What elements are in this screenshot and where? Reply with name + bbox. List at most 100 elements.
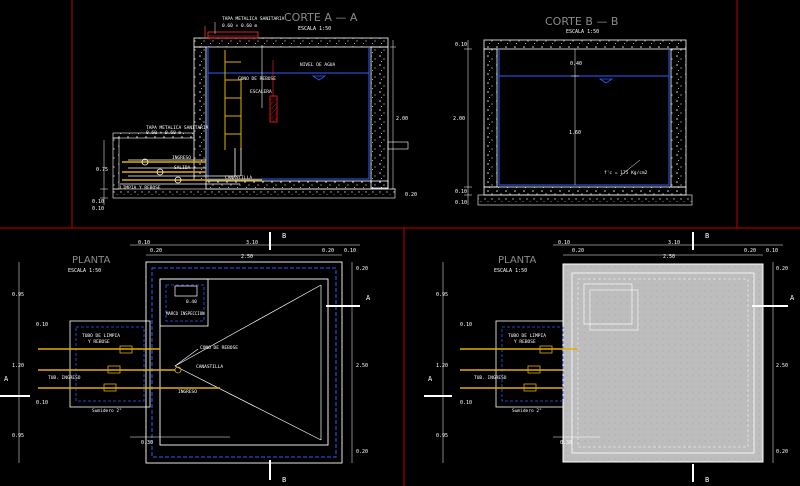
dim-plan-l-020b: 0.20	[322, 248, 334, 254]
dim-plan-r-020d: 0.20	[776, 449, 788, 455]
section-a-right-wall	[370, 46, 389, 189]
dim-sec-a-010: 0.10	[92, 199, 104, 205]
label-tubo-limpia: TUBO DE LIMPIA	[82, 333, 120, 339]
dim-plan-l-120: 1.20	[12, 363, 24, 369]
label-nivel-agua: NIVEL DE AGUA	[300, 62, 336, 68]
dim-plan-l-310: 3.10	[246, 240, 258, 246]
dim-sec-b-top: 0.10	[455, 42, 467, 48]
plan-right-scale: ESCALA 1:50	[494, 268, 527, 274]
label-sumidero-l: Sumidero 2"	[92, 408, 122, 414]
label-y-rebose: Y REBOSE	[88, 339, 110, 345]
label-salida-a: SALIDA	[174, 165, 191, 171]
dim-plan-r-120: 1.20	[436, 363, 448, 369]
section-a-ladder	[224, 50, 242, 150]
section-b-drawing: CORTE B — B ESCALA 1:50 0.10 0.40 2.00 1…	[453, 15, 693, 206]
dim-plan-l-095b: 0.95	[12, 433, 24, 439]
dim-plan-l-020a: 0.20	[150, 248, 162, 254]
section-b-title: CORTE B — B	[545, 15, 618, 28]
label-ingreso-pl: INGRESO	[178, 389, 197, 395]
plan-left-title: PLANTA	[72, 255, 110, 266]
section-a-roof-slab	[193, 37, 389, 48]
dim-plan-l-040: 0.40	[186, 299, 197, 305]
dim-sec-b-040: 0.40	[570, 61, 582, 67]
section-b-left-wall	[483, 48, 498, 188]
dim-plan-r-095b: 0.95	[436, 433, 448, 439]
section-a-scale: ESCALA 1:50	[298, 26, 331, 32]
label-cono-rebose-pl: CONO DE REBOSE	[200, 345, 238, 351]
label-fc: f'c = 175 Kg/cm2	[604, 170, 648, 176]
label-tubo-limpia-r: TUBO DE LIMPIA	[508, 333, 546, 339]
dim-plan-r-010b: 0.10	[766, 248, 778, 254]
dim-plan-r-095a: 0.95	[436, 292, 448, 298]
cut-b-top-l: B	[282, 232, 286, 240]
dim-sec-a-075: 0.75	[96, 167, 108, 173]
section-b-scale: ESCALA 1:50	[566, 29, 599, 35]
label-ingreso-a: INGRESO	[172, 155, 191, 161]
dim-plan-r-020a: 0.20	[572, 248, 584, 254]
dim-sec-a-010-b: 0.10	[92, 206, 104, 212]
dim-plan-r-010a: 0.10	[558, 240, 570, 246]
label-cono-rebose: CONO DE REBOSE	[238, 76, 276, 82]
label-tub-ingreso: TUB. INGRESO	[48, 375, 81, 381]
cut-a-right-r: A	[790, 294, 795, 302]
label-canastilla-a: CANASTILLA	[225, 175, 252, 181]
cut-b-bot-l: B	[282, 476, 286, 484]
section-a-bottom-slab	[205, 180, 389, 190]
plan-right-title: PLANTA	[498, 255, 536, 266]
plan-right-cover-slab	[562, 263, 764, 463]
dim-plan-l-010c: 0.10	[36, 322, 48, 328]
dim-plan-r-250v: 2.50	[776, 363, 788, 369]
label-escalera: ESCALERA	[250, 89, 272, 95]
dim-sec-a-020: 0.20	[405, 192, 417, 198]
label-tapa-mid: TAPA METALICA SANITARIA	[146, 125, 209, 131]
cut-b-bot-r: B	[705, 476, 709, 484]
section-a-title: CORTE A — A	[284, 11, 358, 24]
label-marco-l: MARCO INSPECCION	[166, 311, 205, 316]
dim-plan-l-010a: 0.10	[138, 240, 150, 246]
label-tapa-top: TAPA METALICA SANITARIA	[222, 16, 285, 22]
label-y-rebose-r: Y REBOSE	[514, 339, 536, 345]
dim-plan-l-020d: 0.20	[356, 449, 368, 455]
dim-plan-l-010d: 0.10	[36, 400, 48, 406]
label-tapa-mid-dim: 0.60 × 0.60 m	[146, 130, 182, 136]
dim-plan-l-020c: 0.20	[356, 266, 368, 272]
dim-plan-r-010d: 0.10	[460, 400, 472, 406]
section-a-drawing: CORTE A — A ESCALA 1:50 NIVEL DE AGUA TA…	[92, 11, 417, 212]
label-tapa-top-dim: 0.60 × 0.60 m	[222, 23, 258, 29]
cut-b-top-r: B	[705, 232, 709, 240]
dim-sec-b-200: 2.00	[453, 116, 465, 122]
dim-plan-l-250: 2.50	[241, 254, 253, 260]
dim-plan-r-020b: 0.20	[744, 248, 756, 254]
dim-plan-r-030: 0.30	[560, 440, 572, 446]
label-sumidero-r: Sumidero 2"	[512, 408, 542, 414]
dim-plan-r-020c: 0.20	[776, 266, 788, 272]
section-a-valve-box-lid	[112, 132, 195, 139]
section-a-gravel	[112, 188, 396, 199]
dim-plan-r-010c: 0.10	[460, 322, 472, 328]
label-limpia-rebose: LIMPIA Y REBOSE	[120, 185, 161, 191]
label-canastilla-pl: CANASTILLA	[196, 364, 223, 370]
dim-plan-l-010b: 0.10	[344, 248, 356, 254]
plan-right-drawing: PLANTA ESCALA 1:50 TUBO DE LIMPIA Y REBO…	[424, 232, 795, 484]
dim-plan-l-030: 0.30	[141, 440, 153, 446]
dim-plan-r-310: 3.10	[668, 240, 680, 246]
dim-plan-r-250: 2.50	[663, 254, 675, 260]
cut-a-right-l: A	[366, 294, 371, 302]
section-b-gravel	[477, 194, 693, 206]
dim-sec-b-bot1: 0.10	[455, 189, 467, 195]
plan-left-scale: ESCALA 1:50	[68, 268, 101, 274]
cut-a-left-l: A	[4, 375, 9, 383]
cut-a-left-r: A	[428, 375, 433, 383]
section-a-valve-box-wall	[112, 137, 120, 190]
dim-plan-l-095a: 0.95	[12, 292, 24, 298]
section-b-right-wall	[670, 48, 687, 188]
label-tub-ingreso-r: TUB. INGRESO	[474, 375, 507, 381]
dim-sec-b-160: 1.60	[569, 130, 581, 136]
dim-plan-l-250v: 2.50	[356, 363, 368, 369]
section-b-roof-slab	[483, 39, 687, 50]
section-b-bottom-slab	[483, 186, 687, 196]
plan-left-drawing: PLANTA ESCALA 1:50 MARCO INSPECCION CONO…	[0, 232, 371, 484]
dim-sec-b-bot2: 0.10	[455, 200, 467, 206]
